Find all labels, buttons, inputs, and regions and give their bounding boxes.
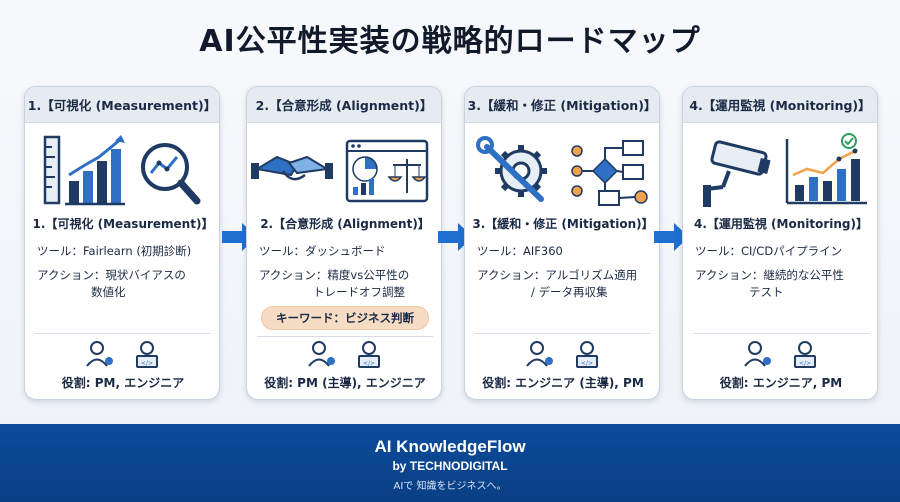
divider	[693, 333, 869, 334]
step-subtitle: 1.【可視化 (Measurement)】	[32, 217, 214, 231]
step-action-line-1: アクション：継続的な公平性	[695, 268, 844, 282]
wrench-gear-icon	[476, 136, 547, 202]
engineer-person-icon: </>	[576, 341, 598, 368]
step-role: 役割: PM (主導), エンジニア	[264, 376, 426, 390]
bar-chart-icon	[65, 135, 125, 206]
step-action: アクション：アルゴリズム適用 / データ再収集	[477, 267, 657, 301]
step-card-mitigation: 3.【緩和・修正 (Mitigation)】	[464, 86, 660, 400]
step-header: 3.【緩和・修正 (Mitigation)】	[465, 87, 659, 123]
step-subtitle: 2.【合意形成 (Alignment)】	[260, 217, 430, 231]
pm-person-icon	[86, 341, 113, 367]
people-icons: </>	[526, 341, 598, 368]
engineer-person-icon: </>	[136, 341, 158, 368]
ruler-icon	[43, 135, 61, 205]
step-action-line-2: / データ再収集	[531, 285, 608, 299]
footer-by: by TECHNODIGITAL	[392, 459, 508, 473]
keyword-badge: キーワード：ビジネス判断	[261, 306, 429, 330]
svg-text:</>: </>	[141, 360, 153, 367]
engineer-person-icon: </>	[358, 341, 380, 368]
svg-text:</>: </>	[363, 360, 375, 367]
engineer-person-icon: </>	[794, 341, 816, 368]
handshake-icon	[251, 155, 333, 181]
step-subtitle: 3.【緩和・修正 (Mitigation)】	[472, 217, 654, 231]
step-icons	[476, 136, 648, 206]
step-card-measurement: 1.【可視化 (Measurement)】 1.【可視化 (Measur	[24, 86, 220, 400]
footer-brand: AI KnowledgeFlow	[374, 437, 526, 456]
step-action-line-1: アクション：精度vs公平性の	[259, 268, 410, 282]
step-card-alignment: 2.【合意形成 (Alignment)】 2.【合意形成 (Al	[246, 86, 442, 400]
step-header: 2.【合意形成 (Alignment)】	[247, 87, 441, 123]
step-action-line-2: テスト	[749, 285, 784, 299]
pm-person-icon	[744, 341, 771, 367]
people-icons: </>	[86, 341, 158, 368]
step-header: 4.【運用監視 (Monitoring)】	[683, 87, 877, 123]
pm-person-icon	[526, 341, 553, 367]
step-icons	[703, 133, 867, 207]
page-title: AI公平性実装の戦略的ロードマップ	[199, 24, 701, 59]
magnifier-chart-icon	[141, 143, 201, 205]
people-icons: </>	[744, 341, 816, 368]
step-action: アクション：継続的な公平性 テスト	[695, 267, 875, 301]
step-action: アクション：現状バイアスの 数値化	[37, 267, 217, 301]
arrow-right-icon	[654, 223, 689, 251]
footer-tagline: AIで 知識をビジネスへ。	[393, 481, 507, 492]
flowchart-icon	[571, 140, 648, 206]
footer-banner: AI KnowledgeFlow by TECHNODIGITAL AIで 知識…	[0, 424, 900, 502]
svg-text:</>: </>	[799, 360, 811, 367]
step-action-line-2: トレードオフ調整	[313, 285, 405, 299]
step-role: 役割: PM, エンジニア	[61, 376, 185, 390]
step-action-line-1: アクション：現状バイアスの	[37, 268, 186, 282]
dashboard-icon	[345, 139, 429, 203]
step-action-line-2: 数値化	[91, 285, 126, 299]
divider	[35, 333, 211, 334]
step-header: 1.【可視化 (Measurement)】	[25, 87, 219, 123]
step-subtitle: 4.【運用監視 (Monitoring)】	[693, 217, 869, 231]
security-camera-icon	[703, 140, 771, 207]
pm-person-icon	[308, 341, 335, 367]
step-card-monitoring: 4.【運用監視 (Monitoring)】 4.【運用監視 (Monitorin…	[682, 86, 878, 400]
divider	[475, 333, 651, 334]
step-role: 役割: エンジニア (主導), PM	[482, 376, 644, 390]
trend-check-chart-icon	[785, 133, 867, 205]
step-tool: ツール：CI/CDパイプライン	[695, 244, 843, 258]
step-tool: ツール：ダッシュボード	[259, 244, 386, 258]
step-action-line-1: アクション：アルゴリズム適用	[477, 268, 638, 282]
step-role: 役割: エンジニア, PM	[719, 376, 843, 390]
svg-text:</>: </>	[581, 360, 593, 367]
step-icons	[43, 135, 201, 206]
step-icons	[251, 139, 429, 203]
divider	[257, 336, 433, 337]
people-icons: </>	[308, 341, 380, 368]
step-tool: ツール：Fairlearn (初期診断)	[37, 244, 192, 258]
step-tool: ツール：AIF360	[477, 244, 563, 258]
step-action: アクション：精度vs公平性の トレードオフ調整	[259, 267, 439, 301]
